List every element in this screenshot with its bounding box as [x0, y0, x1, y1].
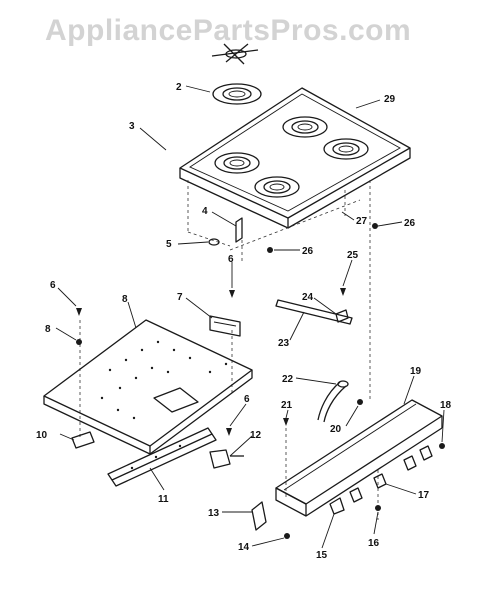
- screw-part-14: [284, 533, 290, 539]
- tube-part-22: [317, 380, 349, 423]
- callout-22: 22: [282, 374, 294, 385]
- bracket-part-4: [235, 217, 243, 243]
- callout-6-mid: 6: [228, 254, 234, 265]
- watermark: AppliancePartsPros.com: [45, 14, 412, 47]
- callout-6-left: 6: [50, 280, 56, 291]
- manifold-part-19: [275, 399, 443, 517]
- callout-27: 27: [356, 216, 368, 227]
- screw-part-21: [283, 418, 289, 426]
- callout-8-left: 8: [45, 324, 51, 335]
- burner-box-part-9: [43, 319, 253, 455]
- callout-12: 12: [250, 430, 262, 441]
- callout-2: 2: [176, 82, 182, 93]
- clip-part-7: [209, 315, 241, 337]
- bracket-part-24: [335, 309, 349, 323]
- callout-26-right: 26: [404, 218, 416, 229]
- screw-part-26-upper: [267, 247, 273, 253]
- callout-21: 21: [281, 400, 293, 411]
- callout-18: 18: [440, 400, 452, 411]
- screw-part-26-right: [372, 223, 378, 229]
- callout-23: 23: [278, 338, 290, 349]
- strap-part-23: [275, 299, 353, 325]
- callout-11: 11: [158, 494, 169, 505]
- callout-8-tray: 8: [122, 294, 128, 305]
- bracket-part-10: [71, 431, 95, 449]
- alignment-lines: [79, 180, 379, 520]
- screw-part-6-mid: [229, 290, 235, 298]
- screw-part-16: [375, 505, 381, 511]
- fitting-part-12: [209, 449, 244, 469]
- callout-19: 19: [410, 366, 422, 377]
- knob-part-15: [329, 497, 345, 515]
- screw-part-18: [439, 443, 445, 449]
- cooktop-part-29: [179, 87, 411, 229]
- rail-part-11: [107, 427, 217, 487]
- bracket-part-13: [251, 501, 267, 531]
- callout-14: 14: [238, 542, 250, 553]
- callout-26-upper: 26: [302, 246, 314, 257]
- screw-part-6-left: [76, 308, 82, 316]
- callout-17: 17: [418, 490, 430, 501]
- callout-29: 29: [384, 94, 396, 105]
- screw-part-20: [357, 399, 363, 405]
- screw-part-6-right: [226, 428, 232, 436]
- callout-25: 25: [347, 250, 359, 261]
- callout-4: 4: [202, 206, 208, 217]
- burner-cap-part-2: [212, 83, 262, 105]
- callout-7: 7: [177, 292, 183, 303]
- callout-20: 20: [330, 424, 342, 435]
- leader-lines: [55, 85, 445, 549]
- burner-grate: [211, 43, 259, 65]
- callout-3: 3: [129, 121, 135, 132]
- callout-labels: 2 3 29 4 5 26 27 26 6 6 25 8 8 7 24 23 1…: [36, 82, 452, 561]
- callout-15: 15: [316, 550, 328, 561]
- screw-part-8-left: [76, 339, 82, 345]
- callout-10: 10: [36, 430, 48, 441]
- screw-part-25: [340, 288, 346, 296]
- callout-6-right: 6: [244, 394, 250, 405]
- callout-24: 24: [302, 292, 314, 303]
- screw-part-5: [208, 238, 220, 246]
- callout-5: 5: [166, 239, 172, 250]
- callout-13: 13: [208, 508, 220, 519]
- callout-16: 16: [368, 538, 380, 549]
